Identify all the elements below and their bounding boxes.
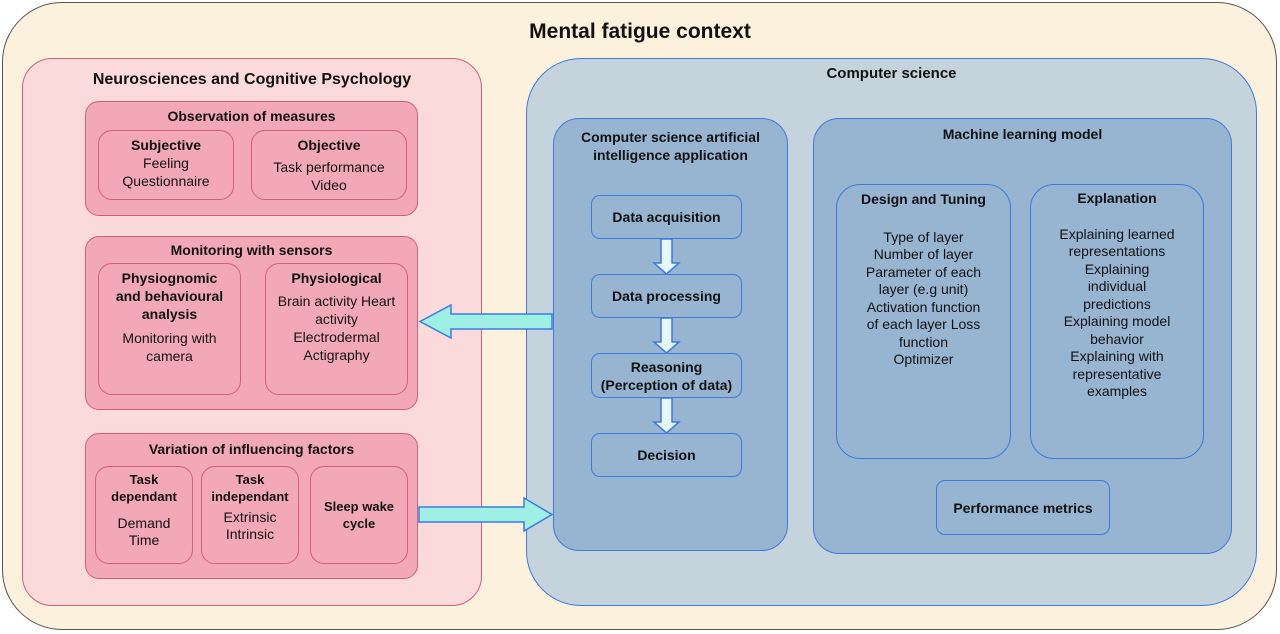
explanation-line: predictions xyxy=(1083,295,1151,312)
variation-title: Variation of influencing factors xyxy=(148,441,355,457)
physiological-box: Physiological Brain activity Heart activ… xyxy=(265,263,408,395)
ai-application-group: Computer science artificial intelligence… xyxy=(553,118,788,551)
sleep-wake-cycle-box: Sleep wake cycle xyxy=(310,466,408,564)
task-dependant-title: dependant xyxy=(111,489,177,504)
physiological-line: Electrodermal xyxy=(293,329,380,345)
ai-application-title-line: intelligence application xyxy=(593,147,748,163)
explanation-line: representations xyxy=(1068,243,1166,259)
step-data-acquisition: Data acquisition xyxy=(591,195,742,239)
design-tuning-title: Design and Tuning xyxy=(861,191,986,207)
task-dependant-title: Task xyxy=(129,472,159,487)
physiognomic-title: and behavioural xyxy=(115,288,224,304)
design-tuning-line: Optimizer xyxy=(893,351,954,367)
physiognomic-box: Physiognomic and behavioural analysis Mo… xyxy=(98,263,241,395)
computer-science-title: Computer science xyxy=(826,65,957,82)
explanation-line: Explaining learned xyxy=(1059,225,1175,242)
explanation-line: Explaining model xyxy=(1063,313,1171,329)
task-independant-line: Intrinsic xyxy=(225,526,275,542)
design-tuning-box: Design and Tuning Type of layer Number o… xyxy=(836,184,1011,459)
physiognomic-title: analysis xyxy=(141,306,198,322)
design-tuning-line: function xyxy=(898,333,949,350)
explanation-line: individual xyxy=(1087,278,1147,294)
objective-title: Objective xyxy=(297,137,361,153)
machine-learning-title: Machine learning model xyxy=(942,126,1103,142)
task-independant-line: Extrinsic xyxy=(223,509,277,525)
task-independant-title: independant xyxy=(211,489,289,504)
monitoring-title: Monitoring with sensors xyxy=(170,242,333,258)
physiognomic-line: Monitoring with xyxy=(122,330,217,346)
design-tuning-line: Activation function xyxy=(866,298,981,315)
objective-line: Task performance xyxy=(273,159,385,175)
physiological-line: Actigraphy xyxy=(303,347,370,363)
explanation-line: examples xyxy=(1087,383,1147,399)
performance-metrics-box: Performance metrics xyxy=(936,480,1110,535)
subjective-box: Subjective Feeling Questionnaire xyxy=(98,130,234,200)
explanation-line: Explaining with xyxy=(1070,348,1164,364)
step-decision: Decision xyxy=(591,433,742,477)
explanation-title: Explanation xyxy=(1077,190,1157,206)
objective-box: Objective Task performance Video xyxy=(251,130,407,200)
task-independant-box: Task independant Extrinsic Intrinsic xyxy=(201,466,299,564)
explanation-line: behavior xyxy=(1090,330,1144,347)
subjective-line: Questionnaire xyxy=(122,173,210,189)
diagram-title: Mental fatigue context xyxy=(529,20,751,43)
task-dependant-line: Time xyxy=(128,532,160,548)
design-tuning-line: Parameter of each xyxy=(865,263,982,280)
explanation-line: Explaining xyxy=(1084,260,1150,277)
design-tuning-line: Type of layer xyxy=(883,228,964,245)
step-reasoning: Reasoning (Perception of data) xyxy=(591,353,742,398)
observation-title: Observation of measures xyxy=(167,108,336,124)
design-tuning-line: of each layer Loss xyxy=(866,316,981,332)
physiognomic-title: Physiognomic xyxy=(121,270,218,286)
sleep-wake-title: Sleep wake xyxy=(323,499,395,514)
ai-application-title: Computer science artificial intelligence… xyxy=(554,128,787,164)
task-independant-title: Task xyxy=(235,472,265,487)
objective-line: Video xyxy=(311,177,347,193)
neuroscience-title: Neurosciences and Cognitive Psychology xyxy=(92,71,412,88)
task-dependant-box: Task dependant Demand Time xyxy=(95,466,193,564)
reasoning-label: (Perception of data) xyxy=(600,376,733,393)
design-tuning-line: Number of layer xyxy=(873,246,974,262)
design-tuning-line: layer (e.g unit) xyxy=(878,281,969,297)
reasoning-label: Reasoning xyxy=(630,358,703,375)
explanation-line: representative xyxy=(1072,365,1162,382)
task-dependant-line: Demand xyxy=(117,515,171,531)
subjective-line: Feeling xyxy=(143,155,189,171)
physiognomic-line: camera xyxy=(146,348,193,364)
step-data-processing: Data processing xyxy=(591,274,742,318)
ai-application-title-line: Computer science artificial xyxy=(581,129,760,145)
subjective-title: Subjective xyxy=(130,137,202,153)
physiological-line: activity xyxy=(315,311,358,327)
physiological-title: Physiological xyxy=(291,270,382,286)
sleep-wake-title: cycle xyxy=(342,516,376,531)
explanation-box: Explanation Explaining learned represent… xyxy=(1030,184,1204,459)
physiological-line: Brain activity Heart xyxy=(277,293,396,309)
